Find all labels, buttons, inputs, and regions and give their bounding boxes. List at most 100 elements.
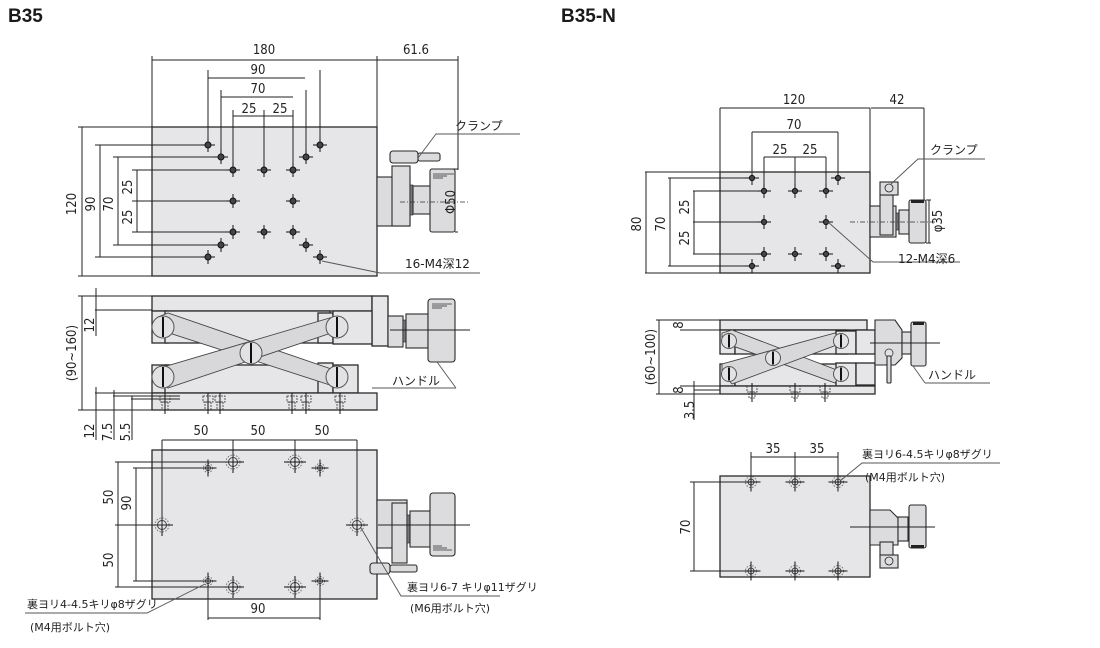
b35-dim-width: 180 — [253, 43, 275, 58]
b35-dim-hole-x-90: 90 — [251, 63, 266, 78]
tapped-hole — [757, 247, 771, 261]
model-title-b35: B35 — [8, 6, 43, 27]
b35n-dim-height-range: (60~100) — [644, 329, 659, 385]
b35n-dim-top-plate: 8 — [672, 321, 687, 328]
counterbore-hole — [828, 561, 848, 581]
b35-top-handle-assembly — [376, 150, 470, 233]
b35-handle-label: ハンドル — [392, 374, 440, 388]
b35-dim-height-range: (90~160) — [65, 325, 80, 381]
b35n-bottom-spacing-a: 35 — [766, 442, 781, 457]
b35-bottom-y-50b: 50 — [102, 553, 117, 568]
b35-bottom-spacing-c: 50 — [315, 424, 330, 439]
pivot-pin — [325, 365, 349, 389]
tapped-hole — [201, 138, 215, 152]
b35-dim-hole-y-90: 90 — [84, 197, 99, 212]
b35-m4-bolt-note: (M4用ボルト穴) — [30, 620, 110, 634]
b35n-dim-handle-offset: 42 — [890, 93, 905, 108]
b35n-clamp — [879, 181, 899, 196]
b35-clamp-label: クランプ — [455, 119, 503, 133]
b35n-m4-bolt-note: (M4用ボルト穴) — [865, 470, 945, 484]
b35-dim-hole-x-25a: 25 — [242, 102, 257, 117]
b35-tapped-holes-note: 16-M4深12 — [405, 257, 470, 271]
b35n-top-view: 120 42 70 25 25 80 70 25 25 φ35 クランプ — [630, 93, 985, 274]
pivot-pin — [239, 341, 263, 365]
counterbore-hole — [311, 459, 329, 477]
pivot-pin — [721, 366, 737, 382]
b35-top-view: 180 61.6 90 70 25 25 120 90 70 25 25 — [65, 43, 520, 277]
b35-dim-hole-y-25b: 25 — [121, 210, 136, 225]
b35-m6-bolt-note: (M6用ボルト穴) — [410, 601, 490, 615]
tapped-hole — [226, 194, 240, 208]
b35-clamp-lever — [389, 150, 419, 164]
pivot-pin — [325, 315, 349, 339]
b35-bottom-spacing-b: 50 — [251, 424, 266, 439]
tapped-hole — [819, 247, 833, 261]
tapped-hole — [257, 225, 271, 239]
b35-dim-hole-x-25b: 25 — [273, 102, 288, 117]
b35n-dim-height: 80 — [630, 217, 645, 232]
b35n-dim-hole-y-25a: 25 — [678, 200, 693, 215]
b35-bottom-y-90: 90 — [120, 496, 135, 511]
b35-dim-base-5-5: 5.5 — [119, 423, 134, 442]
counterbore-hole — [284, 576, 306, 598]
base-bolt — [819, 383, 831, 402]
b35-bottom-y-50a: 50 — [102, 490, 117, 505]
b35n-clamp-label: クランプ — [930, 143, 978, 157]
b35n-side-view: (60~100) 8 8 3.5 ハンドル — [644, 319, 990, 420]
b35n-dim-hole-x-25b: 25 — [803, 143, 818, 158]
tapped-hole — [286, 163, 300, 177]
b35-top-holes — [95, 70, 327, 264]
tapped-hole — [299, 150, 313, 164]
tapped-hole — [286, 225, 300, 239]
model-b35: B35 — [8, 6, 538, 634]
b35n-dim-width: 120 — [783, 93, 805, 108]
b35n-dim-hole-y-25b: 25 — [678, 231, 693, 246]
b35-dim-height: 120 — [65, 193, 80, 215]
b35-side-view: (90~160) 12 12 7.5 5.5 ハンドル — [65, 288, 470, 441]
b35n-bottom-view: 35 35 70 裏ヨリ6-4.5キリφ8ザグリ (M4用ボルト穴) — [679, 442, 1000, 581]
base-bolt — [746, 383, 758, 402]
b35-dim-hole-x-70: 70 — [251, 82, 266, 97]
b35-dim-handle-offset: 61.6 — [403, 43, 429, 58]
base-bolt — [214, 393, 226, 414]
tapped-hole — [831, 259, 845, 273]
pivot-pin — [833, 333, 849, 349]
pivot-pin — [151, 365, 175, 389]
b35n-handle-label: ハンドル — [928, 368, 976, 382]
pivot-pin — [151, 315, 175, 339]
b35-dim-hole-y-70: 70 — [102, 197, 117, 212]
model-b35-n: B35-N 120 42 70 25 — [561, 6, 1000, 581]
b35n-dim-knob-diameter: φ35 — [931, 210, 946, 233]
tapped-hole — [299, 238, 313, 252]
b35-dim-knob-diameter: Φ50 — [444, 190, 459, 214]
tapped-hole — [201, 250, 215, 264]
b35-bottom-view: 50 50 50 50 50 90 90 裏ヨリ4-4.5キリφ8ザグリ (M4… — [25, 424, 538, 634]
b35n-dim-hole-x-25a: 25 — [773, 143, 788, 158]
b35-bottom-x-90: 90 — [251, 602, 266, 617]
b35-dim-top-plate: 12 — [83, 318, 98, 333]
pivot-pin — [833, 366, 849, 382]
base-bolt — [202, 393, 214, 414]
b35-bottom-plate — [151, 449, 378, 600]
tapped-hole — [819, 184, 833, 198]
tapped-hole — [226, 225, 240, 239]
tapped-hole — [226, 163, 240, 177]
tapped-hole — [214, 238, 228, 252]
tapped-hole — [757, 184, 771, 198]
base-bolt — [286, 393, 298, 414]
tapped-hole — [757, 215, 771, 229]
b35n-bottom-spacing-b: 35 — [810, 442, 825, 457]
pivot-pin — [765, 350, 781, 366]
counterbore-hole — [785, 561, 805, 581]
b35n-dim-hole-y-70: 70 — [654, 217, 669, 232]
tapped-hole — [313, 138, 327, 152]
b35-dim-base-plate: 12 — [83, 424, 98, 439]
b35-dim-hole-y-25a: 25 — [121, 180, 136, 195]
b35n-dim-base-3-5: 3.5 — [683, 401, 698, 420]
b35-m4-holes-note: 裏ヨリ4-4.5キリφ8ザグリ — [27, 597, 158, 611]
base-bolt — [300, 393, 312, 414]
b35n-tapped-holes-note: 12-M4深6 — [898, 252, 955, 266]
b35-side-top-plate — [151, 295, 373, 312]
b35-side-base-plate — [151, 392, 378, 411]
